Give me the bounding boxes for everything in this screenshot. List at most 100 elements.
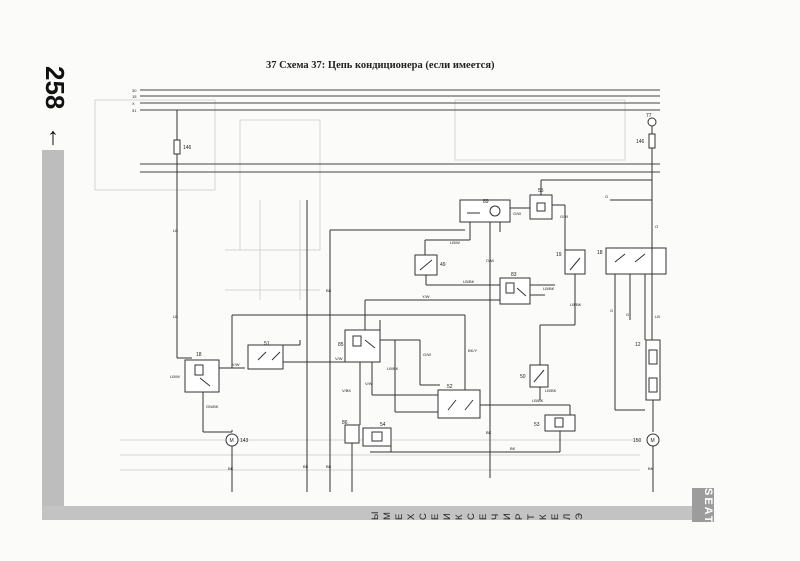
resistor-12 — [645, 339, 661, 432]
wires-51 — [283, 340, 345, 363]
wire-label: G — [610, 308, 613, 313]
power-bus — [140, 89, 660, 173]
wire-label: LB/BK — [463, 279, 475, 284]
wire-label: LB/BK — [532, 398, 544, 403]
label-51: 51 — [264, 341, 270, 347]
wire-label: LB/W — [170, 374, 180, 379]
label-53: 53 — [534, 422, 540, 428]
section-label-vertical: Э Л Е К Т Р И Ч Е С К И Е С Х Е М Ы — [370, 510, 585, 520]
fuse-left-label: 146 — [183, 145, 192, 151]
wires-55 — [540, 180, 566, 250]
wire-label: GN/BK — [206, 404, 219, 409]
label-12: 12 — [635, 342, 641, 348]
wires-50 — [530, 355, 571, 415]
wire-label: G — [626, 312, 629, 317]
wire-label: O — [605, 194, 608, 199]
bus-label: 15 — [132, 94, 137, 99]
relay-83 — [499, 277, 531, 305]
relay-85 — [344, 329, 381, 363]
ground-wires — [306, 200, 465, 492]
wire-label: V/BK — [342, 388, 351, 393]
label-89: 89 — [483, 199, 489, 205]
bus-label: 31 — [132, 108, 137, 113]
switch-50 — [529, 364, 549, 388]
label-49: 49 — [440, 262, 446, 268]
label-19: 19 — [556, 252, 562, 258]
wire-label: BK — [303, 464, 309, 469]
wire-label: LB/BK — [570, 302, 582, 307]
wire-label: LB — [173, 314, 178, 319]
module-89 — [459, 199, 511, 223]
label-50: 50 — [520, 374, 526, 380]
label-150: 150 — [633, 438, 642, 444]
wire-label: LB/BK — [387, 366, 399, 371]
wire-label: Y/W — [232, 362, 240, 367]
wire-label: LB/W — [450, 240, 460, 245]
wire-label: G/W — [560, 214, 568, 219]
label-143: 143 — [240, 438, 249, 444]
wires-89 — [424, 207, 530, 478]
wire-label: O — [655, 224, 658, 229]
component-49 — [414, 254, 438, 276]
wire-label: BK — [486, 430, 492, 435]
wire-label: BK — [228, 466, 234, 471]
label-54: 54 — [380, 422, 386, 428]
wires-83 — [364, 284, 555, 330]
wire-label: LB — [655, 314, 660, 319]
bus-label: X — [132, 101, 135, 106]
fuse-right-top-label: 77 — [646, 113, 652, 119]
bottom-gray-bar — [42, 506, 692, 520]
brand-tab: SEAT — [692, 488, 714, 525]
bus-label: 30 — [132, 88, 137, 93]
wire-label: BK/Y — [468, 348, 477, 353]
left-feed — [173, 110, 192, 359]
page-title: 37 Схема 37: Цепь кондиционера (если име… — [266, 60, 495, 71]
relay-54 — [362, 427, 392, 447]
label-84: 18 — [196, 352, 202, 358]
label-83: 83 — [511, 272, 517, 278]
wire-label: BK — [326, 288, 332, 293]
wires-85 — [359, 320, 440, 425]
right-feed — [541, 117, 657, 340]
wire-label: LB — [173, 228, 178, 233]
wire-label: BK — [510, 446, 516, 451]
relay-84 — [184, 359, 220, 393]
wire-label: G/W — [513, 211, 521, 216]
wire-label: V/W — [365, 381, 373, 386]
sidebar-gray-bar — [42, 150, 64, 520]
wire-label: Y/W — [422, 294, 430, 299]
component-19 — [564, 249, 586, 275]
component-86 — [344, 424, 360, 492]
wire-label: LB/BK — [545, 388, 557, 393]
switch-51 — [247, 344, 284, 370]
motor-150 — [646, 433, 660, 492]
wire-label: O/W — [486, 258, 494, 263]
component-18 — [605, 247, 667, 275]
wire-label: BK — [648, 466, 654, 471]
wires-54 — [370, 428, 561, 453]
relay-53 — [544, 414, 576, 432]
wire-label: G/W — [423, 352, 431, 357]
wire-label: V/W — [335, 356, 343, 361]
component-55 — [529, 194, 553, 220]
bus-labels: 30 15 X 31 — [132, 88, 137, 113]
wire-label: LB/BK — [543, 286, 555, 291]
label-85: 85 — [338, 342, 344, 348]
label-86: 86 — [342, 420, 348, 426]
label-18: 18 — [597, 250, 603, 256]
motor-150-m: M — [651, 438, 655, 444]
wire-label: BK — [326, 464, 332, 469]
wires-18 — [614, 274, 646, 411]
wires-19 — [539, 274, 576, 355]
fuse-right-label: 146 — [636, 139, 645, 145]
label-52: 52 — [447, 384, 453, 390]
wires-49 — [425, 275, 500, 286]
ghost-lines — [94, 99, 640, 471]
motor-143-m: M — [230, 438, 234, 444]
motor-143 — [203, 430, 239, 492]
wires-84 — [202, 314, 466, 432]
relay-52 — [437, 389, 481, 419]
wires-52 — [419, 340, 530, 406]
